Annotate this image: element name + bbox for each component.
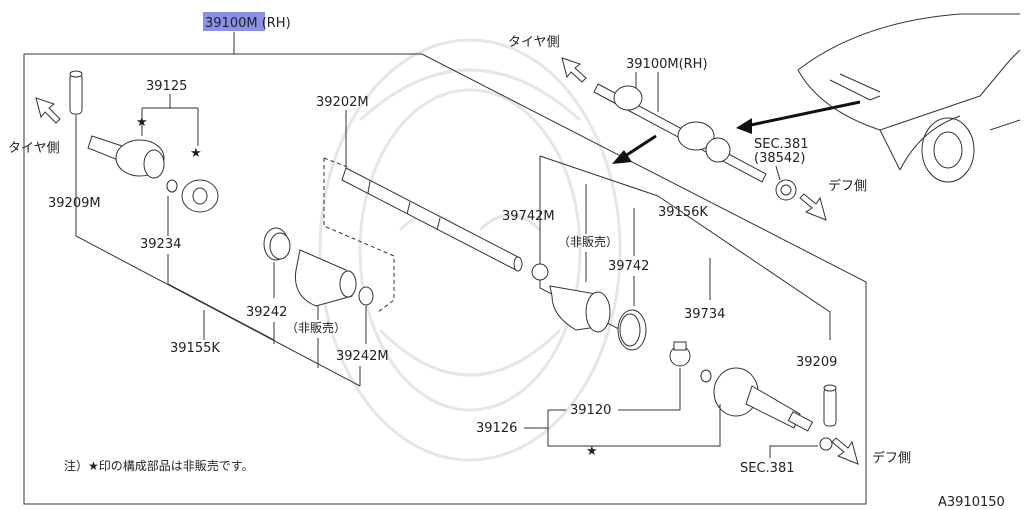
- part-inner-boot[interactable]: [549, 285, 611, 333]
- leader-39125: [141, 94, 199, 146]
- label-sec381-inset[interactable]: SEC.381: [754, 137, 809, 152]
- note-text: 注）★印の構成部品は非販売です。: [64, 458, 254, 473]
- part-tripod-joint[interactable]: [669, 341, 691, 367]
- part-39242M-band[interactable]: [358, 286, 374, 306]
- label-tire-side-top: タイヤ側: [508, 35, 560, 50]
- inset-vehicle-outline: [797, 13, 1021, 183]
- leader-39234: [167, 196, 275, 341]
- part-outer-cv-joint[interactable]: [87, 135, 165, 179]
- part-39742-band[interactable]: [617, 309, 647, 351]
- star-icon: ★: [190, 146, 202, 161]
- leader-39209M: [75, 115, 361, 387]
- part-39209-sleeve[interactable]: [823, 384, 837, 427]
- star-icon: ★: [586, 444, 598, 459]
- label-sec381-bottom[interactable]: SEC.381: [740, 461, 795, 476]
- outline-arrow-icon: [799, 193, 827, 221]
- label-39742M[interactable]: 39742M: [502, 209, 555, 224]
- label-tire-side-left: タイヤ側: [8, 141, 60, 156]
- label-39209M[interactable]: 39209M: [48, 196, 101, 211]
- label-39155K[interactable]: 39155K: [170, 341, 220, 356]
- part-39209M-sleeve[interactable]: [69, 70, 83, 115]
- part-bearing-cage[interactable]: [181, 179, 219, 213]
- main-part-highlight: [203, 12, 265, 31]
- part-boot[interactable]: [294, 249, 357, 307]
- leader-39126: [524, 404, 721, 447]
- leader-38542: [775, 165, 781, 181]
- part-39202M-shaft[interactable]: [341, 167, 523, 272]
- part-inner-cv-housing[interactable]: [713, 367, 814, 432]
- outline-arrow-icon: [561, 57, 587, 83]
- label-39202M[interactable]: 39202M: [316, 95, 369, 110]
- label-39209[interactable]: 39209: [796, 355, 837, 370]
- label-39734[interactable]: 39734: [684, 307, 725, 322]
- label-39242M[interactable]: 39242M: [336, 349, 389, 364]
- inset-axle[interactable]: [593, 83, 767, 183]
- leader-39120: [548, 368, 681, 411]
- solid-arrow-icon: [736, 100, 861, 134]
- leader-sec381: [769, 445, 818, 458]
- star-icon: ★: [136, 115, 148, 130]
- inset-seal-38542[interactable]: [775, 179, 797, 201]
- label-def-side-bottom: デフ側: [872, 450, 911, 466]
- dashed-group-box: [323, 157, 395, 313]
- part-39234-circlip[interactable]: [166, 179, 178, 193]
- label-39234[interactable]: 39234: [140, 237, 181, 252]
- label-hihanbai-right: （非販売）: [558, 234, 618, 249]
- label-39120[interactable]: 39120: [570, 403, 611, 418]
- label-39242[interactable]: 39242: [246, 305, 287, 320]
- leader-39242M: [359, 306, 367, 386]
- part-circlip-sec381[interactable]: [819, 437, 833, 451]
- label-39126[interactable]: 39126: [476, 421, 517, 436]
- label-39742[interactable]: 39742: [608, 259, 649, 274]
- label-38542[interactable]: (38542): [754, 151, 806, 166]
- main-frame: [23, 32, 867, 505]
- part-39242-band[interactable]: [263, 227, 291, 261]
- label-hihanbai-left: （非販売）: [286, 320, 346, 335]
- label-39156K[interactable]: 39156K: [658, 205, 708, 220]
- diagram-id: A3910150: [938, 495, 1005, 510]
- main-part-number[interactable]: 39100M (RH): [205, 16, 291, 31]
- part-39742M-band[interactable]: [531, 263, 549, 281]
- outline-arrow-icon: [831, 437, 859, 465]
- solid-arrow-icon: [612, 134, 657, 164]
- label-39125[interactable]: 39125: [146, 79, 187, 94]
- outline-arrow-icon: [35, 97, 61, 124]
- inset-part-label[interactable]: 39100M(RH): [626, 57, 708, 72]
- part-39734-circlip[interactable]: [700, 369, 712, 383]
- label-def-side-inset: デフ側: [828, 178, 867, 194]
